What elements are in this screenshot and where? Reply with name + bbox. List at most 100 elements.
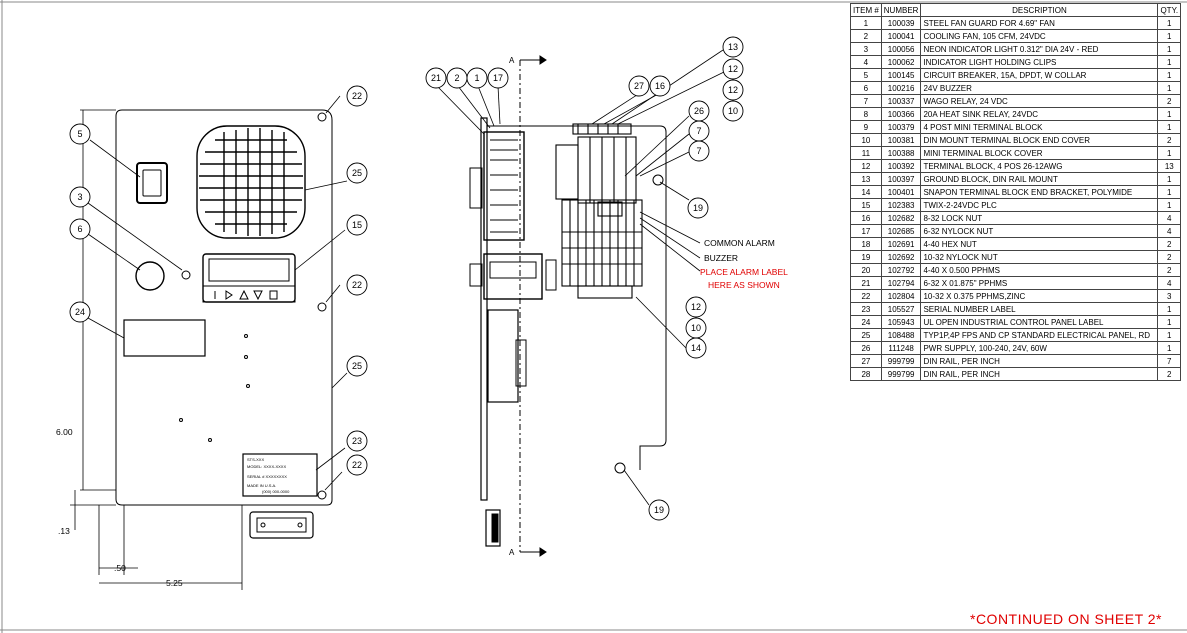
- bom-cell-qty: 1: [1157, 55, 1182, 69]
- front-view: [70, 109, 333, 590]
- callout-10-b: 10: [691, 323, 701, 333]
- section-mark-top: A: [509, 56, 515, 65]
- callout-1: 1: [474, 73, 479, 83]
- bom-cell-item: 18: [850, 237, 882, 251]
- side-connector: [485, 509, 501, 547]
- note-place-label-2: HERE AS SHOWN: [708, 280, 780, 290]
- continued-note: *CONTINUED ON SHEET 2*: [970, 611, 1162, 627]
- bom-cell-description: TERMINAL BLOCK, 4 POS 26-12AWG: [920, 159, 1159, 173]
- note-common-alarm: COMMON ALARM: [704, 238, 775, 248]
- terminal-block-cluster: [555, 123, 643, 299]
- dim-left-offset: .50: [114, 563, 126, 573]
- callout-3: 3: [77, 192, 82, 202]
- bom-cell-number: 105943: [880, 315, 922, 329]
- bom-cell-number: 100041: [880, 29, 922, 43]
- serial-label-line-3: SERIAL # XXXXXXXX: [247, 474, 287, 479]
- bom-cell-number: 102794: [880, 276, 922, 290]
- dimension-lines: [70, 109, 243, 590]
- bom-cell-item: 19: [850, 250, 882, 264]
- serial-label-text: STS-XXX MODEL: XXXX-XXXX SERIAL # XXXXXX…: [247, 457, 290, 494]
- bom-cell-item: 3: [850, 42, 882, 56]
- bom-cell-item: 1: [850, 16, 882, 30]
- serial-label-line-2: MODEL: XXXX-XXXX: [247, 464, 286, 469]
- bom-cell-item: 26: [850, 341, 882, 355]
- section-mark-bottom: A: [509, 548, 515, 557]
- callout-14: 14: [691, 343, 701, 353]
- bom-cell-item: 22: [850, 289, 882, 303]
- bom-cell-qty: 1: [1157, 146, 1182, 160]
- side-din-device: [487, 309, 519, 403]
- bom-cell-qty: 1: [1157, 29, 1182, 43]
- bom-cell-qty: 1: [1157, 302, 1182, 316]
- bom-cell-number: 100366: [880, 107, 922, 121]
- bom-cell-qty: 2: [1157, 94, 1182, 108]
- bom-header-row: ITEM # NUMBER DESCRIPTION QTY.: [850, 3, 1182, 17]
- bom-cell-item: 11: [850, 146, 882, 160]
- serial-label-line-5: (000) 000-0000: [262, 489, 290, 494]
- bom-cell-item: 21: [850, 276, 882, 290]
- bom-cell-item: 23: [850, 302, 882, 316]
- bom-cell-qty: 2: [1157, 250, 1182, 264]
- callout-10-a: 10: [728, 106, 738, 116]
- bom-cell-item: 8: [850, 107, 882, 121]
- bom-header-qty: QTY.: [1157, 3, 1182, 17]
- side-fan: [483, 131, 525, 241]
- callout-2: 2: [454, 73, 459, 83]
- bom-cell-description: INDICATOR LIGHT HOLDING CLIPS: [920, 55, 1159, 69]
- bom-cell-description: TWIX-2-24VDC PLC: [920, 198, 1159, 212]
- bom-cell-description: TYP1P,4P FPS AND CP STANDARD ELECTRICAL …: [920, 328, 1159, 342]
- bom-cell-description: DIN RAIL, PER INCH: [920, 367, 1159, 381]
- bom-cell-qty: 2: [1157, 237, 1182, 251]
- bom-cell-number: 100401: [880, 185, 922, 199]
- callout-27: 27: [634, 81, 644, 91]
- bom-cell-qty: 1: [1157, 81, 1182, 95]
- bom-cell-number: 102685: [880, 224, 922, 238]
- bom-cell-number: 102804: [880, 289, 922, 303]
- callout-7-b: 7: [696, 146, 701, 156]
- bom-cell-qty: 1: [1157, 107, 1182, 121]
- bom-cell-number: 102383: [880, 198, 922, 212]
- bom-cell-number: 102682: [880, 211, 922, 225]
- callout-24: 24: [75, 307, 85, 317]
- bom-cell-description: COOLING FAN, 105 CFM, 24VDC: [920, 29, 1159, 43]
- bom-cell-number: 999799: [880, 367, 922, 381]
- bom-cell-number: 100216: [880, 81, 922, 95]
- bom-cell-qty: 1: [1157, 68, 1182, 82]
- bom-cell-qty: 4: [1157, 224, 1182, 238]
- bom-cell-qty: 7: [1157, 354, 1182, 368]
- callout-21: 21: [431, 73, 441, 83]
- front-panel-outline: [115, 109, 333, 506]
- bom-cell-number: 102692: [880, 250, 922, 264]
- bom-cell-description: NEON INDICATOR LIGHT 0.312" DIA 24V - RE…: [920, 42, 1159, 56]
- bom-cell-item: 6: [850, 81, 882, 95]
- fan-guard: [196, 125, 306, 239]
- note-buzzer: BUZZER: [704, 253, 738, 263]
- bom-cell-number: 100397: [880, 172, 922, 186]
- bom-cell-description: 10-32 X 0.375 PPHMS,ZINC: [920, 289, 1159, 303]
- bom-cell-description: DIN RAIL, PER INCH: [920, 354, 1159, 368]
- dim-width: 5.25: [166, 578, 183, 588]
- bom-cell-description: 6-32 NYLOCK NUT: [920, 224, 1159, 238]
- bom-cell-qty: 1: [1157, 315, 1182, 329]
- callout-23: 23: [352, 436, 362, 446]
- bom-cell-item: 28: [850, 367, 882, 381]
- bom-cell-description: 20A HEAT SINK RELAY, 24VDC: [920, 107, 1159, 121]
- callout-19-b: 19: [654, 505, 664, 515]
- circuit-breaker: [136, 162, 168, 204]
- buzzer: [135, 261, 165, 291]
- bom-cell-item: 20: [850, 263, 882, 277]
- bom-cell-qty: 4: [1157, 211, 1182, 225]
- bom-cell-description: SNAPON TERMINAL BLOCK END BRACKET, POLYM…: [920, 185, 1159, 199]
